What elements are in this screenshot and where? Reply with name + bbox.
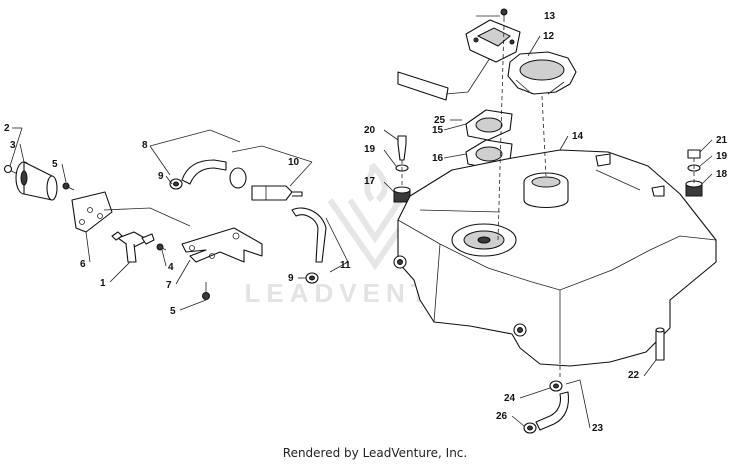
part-9-clamp-lower bbox=[305, 272, 319, 284]
callout-6: 6 bbox=[80, 259, 86, 270]
watermark-flame-icon bbox=[364, 162, 388, 203]
callout-12: 12 bbox=[543, 31, 555, 42]
callout-13: 13 bbox=[544, 11, 556, 22]
part-26-clamp bbox=[523, 422, 537, 434]
part-3-valve bbox=[15, 161, 58, 201]
part-1-tee-fitting bbox=[111, 231, 155, 263]
callout-9-upper: 9 bbox=[158, 171, 164, 182]
part-15-gasket bbox=[465, 109, 513, 141]
part-10-fuel-filter bbox=[229, 167, 303, 201]
callout-19-right: 19 bbox=[716, 151, 728, 162]
callout-18: 18 bbox=[716, 169, 728, 180]
leader-lines bbox=[9, 15, 713, 429]
callout-24: 24 bbox=[504, 393, 516, 404]
callout-15: 15 bbox=[432, 125, 444, 136]
part-24-clamp bbox=[549, 380, 563, 392]
callout-22: 22 bbox=[628, 370, 640, 381]
callout-19-left: 19 bbox=[364, 144, 376, 155]
callout-23: 23 bbox=[592, 423, 604, 434]
part-23-hose bbox=[535, 391, 570, 431]
callout-4: 4 bbox=[168, 262, 174, 273]
callout-9-lower: 9 bbox=[288, 273, 294, 284]
part-5-screw-lower bbox=[202, 282, 210, 300]
callout-17: 17 bbox=[364, 176, 376, 187]
part-25-float-sender bbox=[397, 57, 497, 101]
part-17-grommet bbox=[393, 186, 411, 203]
part-20-bolt bbox=[397, 135, 407, 161]
part-11-hose bbox=[291, 207, 327, 263]
part-22-vent-tube bbox=[655, 327, 665, 361]
part-8-hose bbox=[181, 159, 227, 185]
part-13-screw bbox=[500, 8, 508, 22]
part-4-screw bbox=[156, 243, 167, 251]
callout-10: 10 bbox=[288, 157, 300, 168]
callout-20: 20 bbox=[364, 125, 376, 136]
part-5-screw-upper bbox=[62, 182, 75, 191]
callout-14: 14 bbox=[572, 131, 584, 142]
part-9-clamp-upper bbox=[169, 178, 183, 190]
part-21-nut bbox=[687, 149, 701, 159]
callout-25: 25 bbox=[434, 115, 446, 126]
callout-21: 21 bbox=[716, 135, 728, 146]
callout-2: 2 bbox=[4, 123, 10, 134]
callout-labels: 2 3 5 6 1 4 7 5 8 9 10 11 9 12 13 14 15 … bbox=[4, 11, 728, 434]
callout-5-upper: 5 bbox=[52, 159, 58, 170]
part-13-sender-plate bbox=[465, 19, 521, 63]
part-14-fuel-tank bbox=[393, 149, 717, 367]
footer-credit: Rendered by LeadVenture, Inc. bbox=[282, 446, 468, 460]
part-6-bracket bbox=[71, 191, 113, 233]
callout-1: 1 bbox=[100, 278, 106, 289]
callout-5-lower: 5 bbox=[170, 306, 176, 317]
part-7-bracket bbox=[181, 227, 263, 263]
callout-26: 26 bbox=[496, 411, 508, 422]
callout-11: 11 bbox=[340, 260, 351, 271]
callout-3: 3 bbox=[10, 140, 16, 151]
callout-16: 16 bbox=[432, 153, 444, 164]
callout-8: 8 bbox=[142, 140, 148, 151]
part-18-grommet bbox=[685, 180, 703, 197]
callout-7: 7 bbox=[166, 280, 172, 291]
part-12-fuel-cap bbox=[507, 51, 577, 95]
